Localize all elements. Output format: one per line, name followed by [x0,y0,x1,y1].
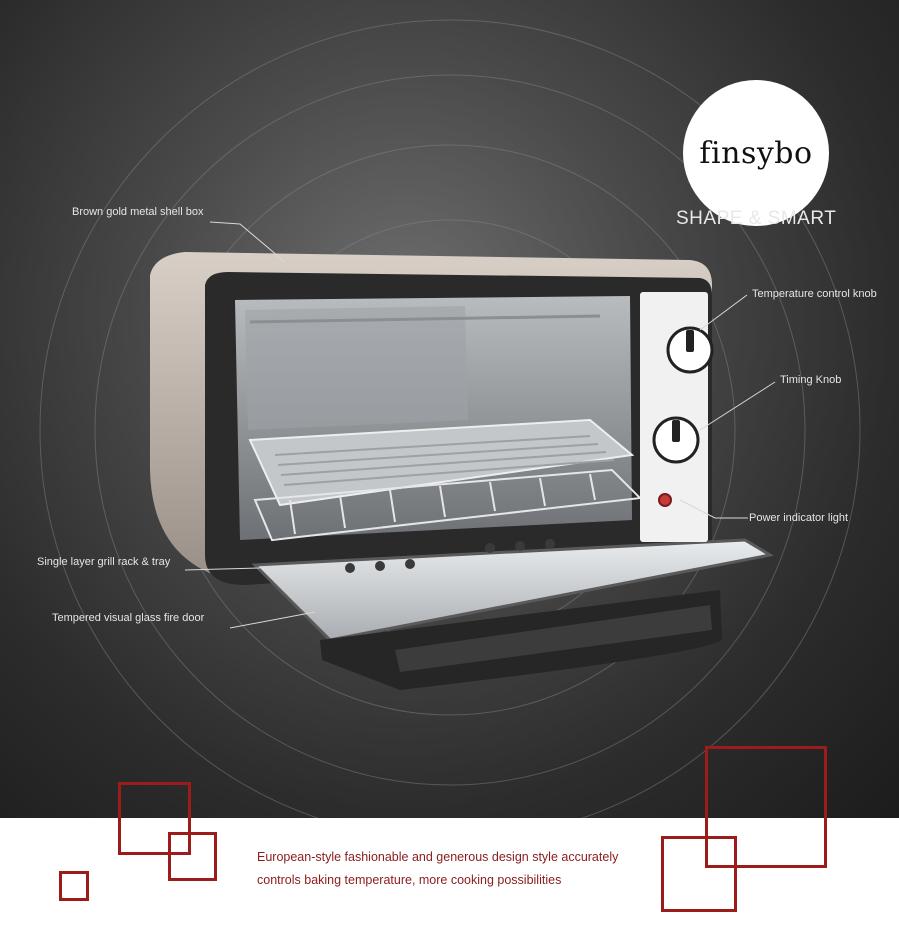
brand-tagline: SHAPE & SMART [676,208,837,229]
description-line-2: controls baking temperature, more cookin… [257,873,562,887]
toaster-oven-illustration [150,221,776,690]
callout-shell: Brown gold metal shell box [72,206,204,218]
decorative-square [59,871,89,901]
description-line-1: European-style fashionable and generous … [257,850,619,864]
decorative-square [661,836,737,912]
brand-logo: finsybo [699,135,813,171]
brand-logo-circle: finsybo [683,80,829,226]
decorative-square [705,746,827,868]
callout-timing-knob: Timing Knob [780,374,842,386]
product-hero: finsybo SHAPE & SMART Brown gold metal s… [0,0,899,818]
callout-power-light: Power indicator light [749,512,849,524]
callout-grill-rack: Single layer grill rack & tray [37,556,171,568]
callout-temperature-knob: Temperature control knob [752,288,877,300]
decorative-square [118,782,191,855]
description-section [0,818,899,949]
product-description: European-style fashionable and generous … [257,846,677,892]
callout-glass-door: Tempered visual glass fire door [52,612,205,624]
decorative-square [168,832,217,881]
